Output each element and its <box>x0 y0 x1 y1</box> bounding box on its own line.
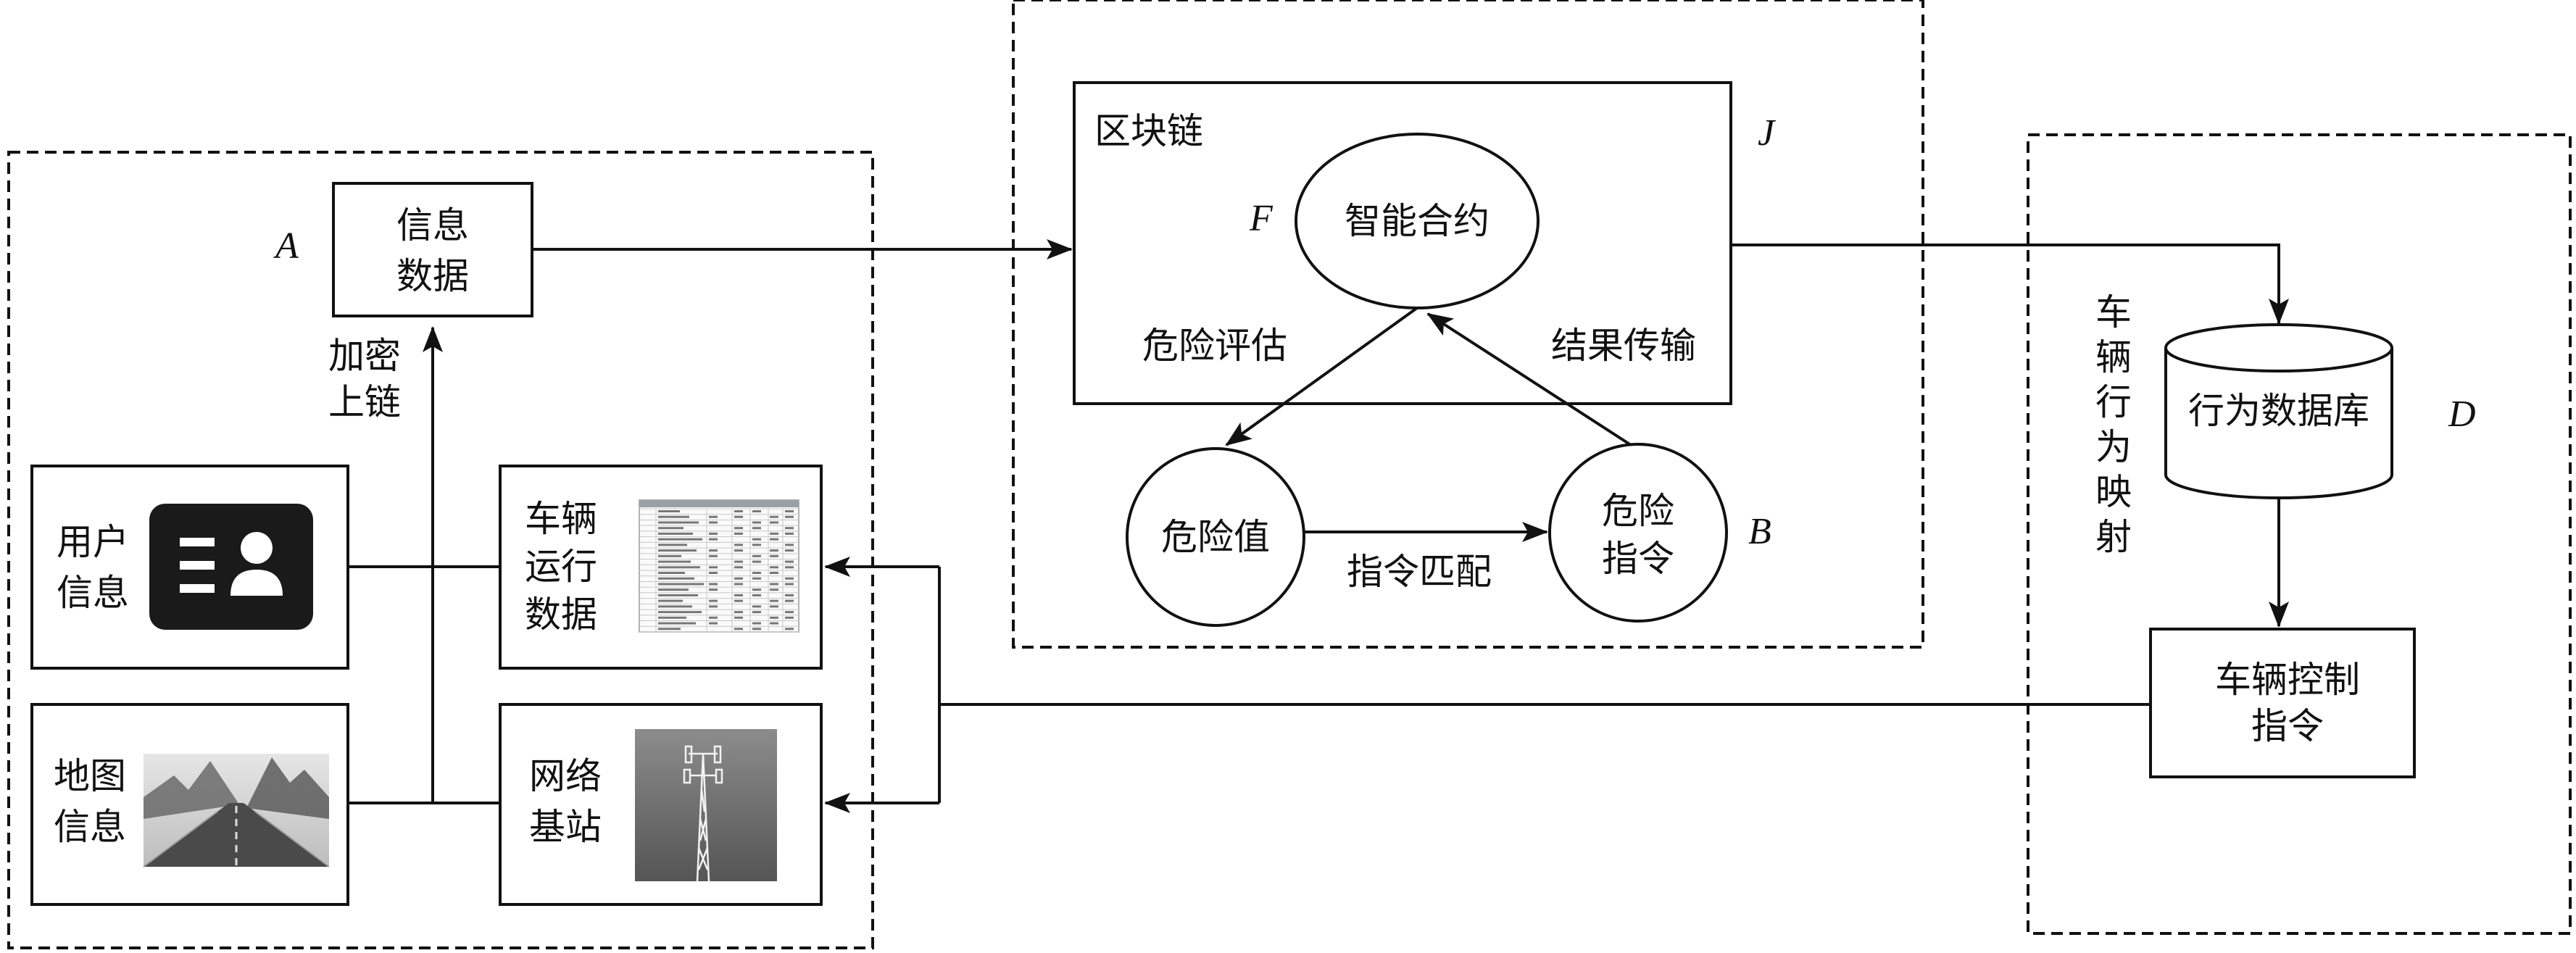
svg-text:映: 映 <box>2095 471 2132 513</box>
road-photo <box>143 754 330 867</box>
encrypt-chain-label-2: 上链 <box>328 381 401 423</box>
network-base-label-1: 网络 <box>529 755 602 797</box>
risk-command-node <box>1548 443 1728 623</box>
info-data-label-1: 信息 <box>396 204 469 246</box>
vehicle-run-data-label-2: 运行 <box>525 546 597 588</box>
encrypt-chain-label-1: 加密 <box>328 335 401 377</box>
svg-text:为: 为 <box>2095 426 2132 468</box>
user-info-label-2: 信息 <box>57 572 129 614</box>
risk-command-label-2: 指令 <box>1602 538 1674 580</box>
risk-command-label-1: 危险 <box>1602 490 1674 532</box>
marker-f: F <box>1249 198 1274 239</box>
data-table-thumbnail <box>639 499 799 633</box>
blockchain-to-db-arrow <box>1731 244 2289 325</box>
vehicle-control-label-2: 指令 <box>2251 705 2324 747</box>
cell-tower-photo <box>635 729 777 882</box>
info-data-label-2: 数据 <box>396 255 469 297</box>
left-region <box>7 151 874 949</box>
blockchain-region <box>1012 0 1924 649</box>
marker-j: J <box>1758 112 1777 154</box>
behavior-database <box>2164 323 2393 499</box>
svg-text:车: 车 <box>2095 291 2132 333</box>
marker-d: D <box>2448 394 2476 435</box>
smart-contract-label: 智能合约 <box>1345 200 1489 242</box>
risk-value-label: 危险值 <box>1161 516 1270 558</box>
id-card-icon <box>149 504 313 630</box>
map-info-label-1: 地图 <box>54 755 126 797</box>
marker-b: B <box>1748 511 1771 552</box>
behavior-db-label: 行为数据库 <box>2188 390 2369 432</box>
risk-assess-label: 危险评估 <box>1142 325 1287 367</box>
risk-command-to-contract-arrow <box>1426 312 1632 446</box>
user-info-label-1: 用户 <box>57 521 129 563</box>
risk-value-node <box>1126 447 1305 627</box>
vehicle-run-data-label-1: 车辆 <box>525 498 597 540</box>
map-info-label-2: 信息 <box>54 806 126 848</box>
vehicle-run-data-label-3: 数据 <box>525 594 597 636</box>
svg-text:射: 射 <box>2095 516 2132 558</box>
vehicle-control-label-1: 车辆控制 <box>2215 659 2360 701</box>
marker-a: A <box>273 225 299 267</box>
network-base-label-2: 基站 <box>529 806 602 848</box>
vehicle-mapping-label: 车 辆 行 为 映 射 <box>2095 291 2132 558</box>
command-match-label: 指令匹配 <box>1347 551 1492 593</box>
vehicle-control-box <box>2149 628 2416 778</box>
svg-text:行: 行 <box>2095 381 2132 423</box>
blockchain-label: 区块链 <box>1094 110 1203 152</box>
result-transfer-label: 结果传输 <box>1551 325 1696 367</box>
contract-to-risk-value-arrow <box>1225 307 1418 446</box>
svg-text:辆: 辆 <box>2095 336 2132 378</box>
